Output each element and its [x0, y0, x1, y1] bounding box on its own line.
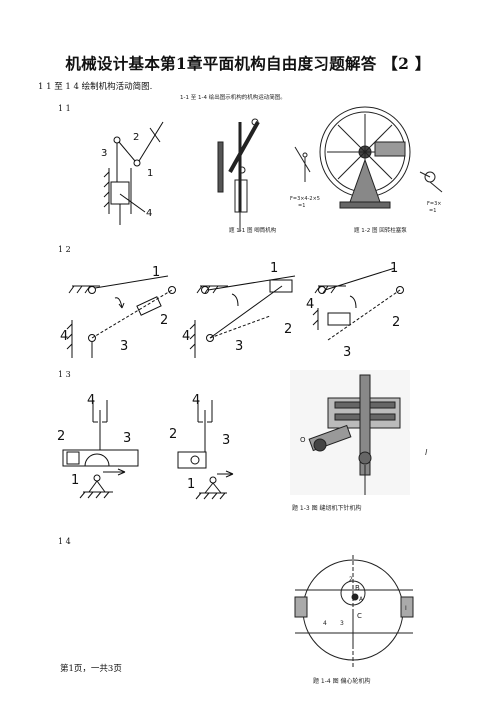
num-label: 1 — [390, 261, 398, 276]
num-label: 4 — [87, 393, 95, 408]
num-label: 2 — [160, 313, 168, 328]
section-label-1-4: 1 4 — [58, 537, 71, 546]
formula: F=3×4-2×5 — [290, 196, 320, 202]
num-label: 2 — [392, 315, 400, 330]
figure-caption: 题 1-2 图 回转柱塞泵 — [354, 226, 407, 234]
num-label: 2 — [284, 322, 292, 337]
figure-1-1-1-2: 1-1 至 1-4 绘出图示机构的机构运动简图。 题 1-1 图 唧筒机构 题 … — [180, 93, 443, 234]
num-label: 4 — [182, 329, 190, 344]
num-label: 2 — [169, 427, 177, 442]
label-I: I — [405, 605, 407, 612]
num-label: 1 — [147, 168, 153, 179]
num-label: 1 — [187, 477, 195, 492]
figure-1-3: 题 1-3 图 缝纫机下针机构 l O — [290, 370, 428, 512]
formula: =1 — [298, 203, 305, 209]
num-label: 4 — [60, 329, 68, 344]
num-label: 3 — [235, 339, 243, 354]
num-label: 4 — [306, 297, 314, 312]
label-O: O — [300, 436, 306, 444]
num-label: 4 — [146, 208, 152, 219]
num-label: 2 — [133, 132, 139, 143]
num-label: 3 — [343, 345, 351, 360]
num-label: 1 — [152, 265, 160, 280]
formula: F=3× — [427, 201, 441, 207]
num-label: 3 — [120, 339, 128, 354]
figure-caption: 题 1-4 图 偏心轮机构 — [313, 677, 371, 685]
intro-text: 1 1 至 1 4 绘制机构活动简图. — [38, 82, 153, 92]
formula: =1 — [429, 208, 436, 214]
num-label: 1 — [71, 473, 79, 488]
figure-caption: 题 1-1 图 唧筒机构 — [229, 226, 277, 234]
sketch-1-3: 4 2 3 1 4 2 3 1 — [57, 393, 234, 500]
page-title: 机械设计基本第1章平面机构自由度习题解答 【2 】 — [65, 54, 431, 73]
sketch-1-1: 3 2 1 4 — [101, 121, 164, 225]
label-B: B — [355, 584, 360, 592]
num-label: 4 — [323, 620, 327, 627]
section-label-1-3: 1 3 — [58, 370, 71, 379]
section-label-1-1: 1 1 — [58, 104, 71, 113]
figure-caption: 题 1-3 图 缝纫机下针机构 — [292, 504, 362, 512]
figure-1-4: B C A I 4 3 2 题 1-4 图 偏心轮机构 — [294, 555, 414, 685]
num-label: 3 — [101, 148, 107, 159]
section-label-1-2: 1 2 — [58, 245, 71, 254]
label-A: A — [359, 596, 364, 603]
figure-heading: 1-1 至 1-4 绘出图示机构的机构运动简图。 — [180, 93, 286, 101]
side-mark: l — [425, 448, 428, 457]
num-label: 3 — [340, 620, 344, 627]
num-label: 2 — [349, 576, 353, 583]
num-label: 4 — [192, 393, 200, 408]
label-C: C — [357, 612, 362, 620]
num-label: 2 — [57, 429, 65, 444]
page-footer: 第1页，一共3页 — [60, 664, 122, 674]
num-label: 3 — [123, 431, 131, 446]
num-label: 3 — [222, 433, 230, 448]
sketch-1-2: 1 2 3 4 1 2 3 4 1 2 3 4 — [60, 261, 404, 360]
num-label: 1 — [270, 261, 278, 276]
